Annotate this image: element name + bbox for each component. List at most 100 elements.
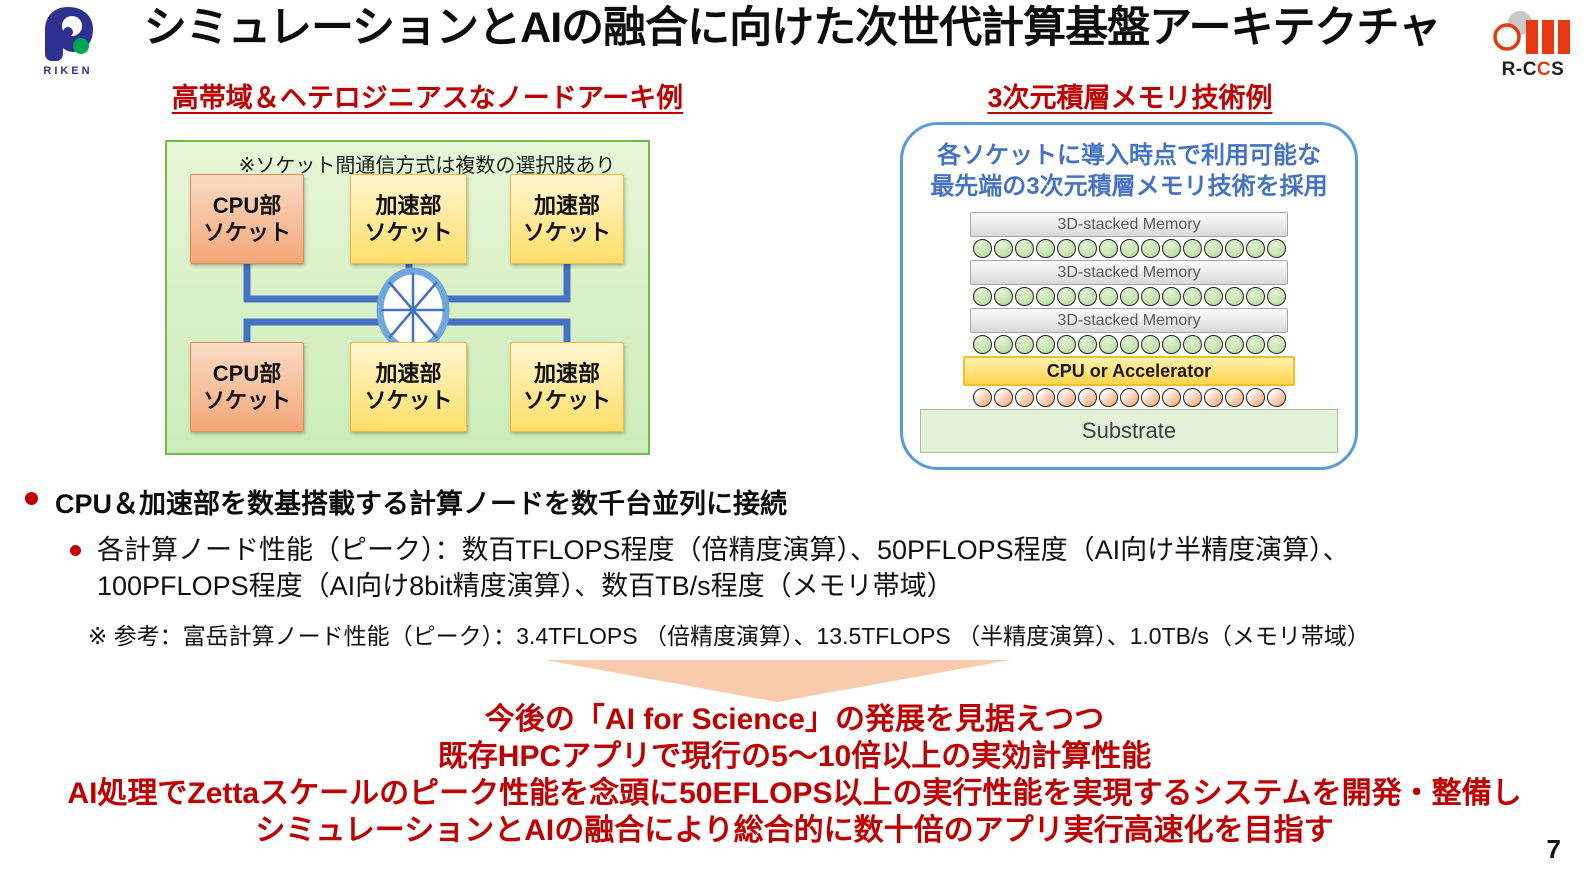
bump-icon <box>1266 335 1286 355</box>
bump-icon <box>1056 287 1076 307</box>
bump-icon <box>993 239 1013 259</box>
rccs-logo: R-CCS <box>1485 10 1581 81</box>
cpu-socket-box: CPU部 ソケット <box>190 342 304 432</box>
memory-layer-bar: 3D-stacked Memory <box>970 308 1288 334</box>
bump-icon <box>1182 335 1202 355</box>
substrate-bar: Substrate <box>920 409 1338 454</box>
cpu-socket-box: CPU部 ソケット <box>190 174 304 264</box>
bump-icon <box>972 287 992 307</box>
rccs-logo-label: R-CCS <box>1485 59 1581 81</box>
bump-icon <box>1266 388 1286 408</box>
riken-logo-icon <box>45 7 93 61</box>
bump-icon <box>1224 388 1244 408</box>
accel-socket-box: 加速部 ソケット <box>510 174 624 264</box>
bump-icon <box>1203 335 1223 355</box>
bump-icon <box>1056 388 1076 408</box>
riken-logo: RIKEN <box>26 6 110 77</box>
bump-icon <box>972 388 992 408</box>
rccs-label-part2: C <box>1536 59 1552 80</box>
sub-bullet: 各計算ノード性能（ピーク）：数百TFLOPS程度（倍精度演算）、50PFLOPS… <box>70 533 1580 604</box>
bump-icon <box>1119 388 1139 408</box>
bump-icon <box>1035 239 1055 259</box>
conclusion-line: シミュレーションとAIの融合により総合的に数十倍のアプリ実行高速化を目指す <box>255 814 1334 847</box>
accel-socket-box: 加速部 ソケット <box>510 342 624 432</box>
sub-bullet-text: 各計算ノード性能（ピーク）：数百TFLOPS程度（倍精度演算）、50PFLOPS… <box>97 535 1350 601</box>
bump-icon <box>1161 388 1181 408</box>
bump-icon <box>1098 335 1118 355</box>
bump-row <box>972 287 1286 307</box>
bullet-dot-icon <box>70 545 81 556</box>
bump-icon <box>1203 388 1223 408</box>
bump-icon <box>1266 239 1286 259</box>
bump-icon <box>1119 239 1139 259</box>
bump-icon <box>993 388 1013 408</box>
bump-icon <box>993 335 1013 355</box>
bump-icon <box>1224 239 1244 259</box>
bump-icon <box>1098 287 1118 307</box>
conclusion-line: 既存HPCアプリで現行の5～10倍以上の実効計算性能 <box>437 740 1152 773</box>
bump-icon <box>1182 239 1202 259</box>
bump-icon <box>1035 287 1055 307</box>
conclusion-line: 今後の「AI for Science」の発展を見据えつつ <box>484 703 1105 736</box>
bump-icon <box>1056 335 1076 355</box>
bump-icon <box>1182 287 1202 307</box>
switch-icon <box>376 267 450 353</box>
bump-icon <box>1077 239 1097 259</box>
bump-icon <box>1140 388 1160 408</box>
bump-icon <box>1203 287 1223 307</box>
riken-logo-label: RIKEN <box>43 65 93 77</box>
bump-icon <box>1224 287 1244 307</box>
bump-icon <box>1245 287 1265 307</box>
memory-stack: 3D-stacked Memory 3D-stacked Memory 3D-s… <box>920 210 1338 454</box>
accel-socket-box: 加速部 ソケット <box>350 342 467 432</box>
socket-note: ※ソケット間通信方式は複数の選択肢あり <box>238 155 616 177</box>
bump-icon <box>1014 239 1034 259</box>
bump-icon <box>972 335 992 355</box>
bump-icon <box>1245 388 1265 408</box>
bump-icon <box>1014 388 1034 408</box>
down-arrow-icon <box>545 660 1010 702</box>
right-section-heading: 3次元積層メモリ技術例 <box>987 83 1273 113</box>
bump-icon <box>1140 287 1160 307</box>
bump-row <box>972 388 1286 408</box>
bump-icon <box>1161 335 1181 355</box>
bump-icon <box>1056 239 1076 259</box>
bump-icon <box>1077 287 1097 307</box>
bump-icon <box>1119 335 1139 355</box>
rccs-logo-icon <box>1493 11 1570 54</box>
page-number: 7 <box>1546 834 1561 864</box>
bump-icon <box>1266 287 1286 307</box>
main-bullet-text: CPU＆加速部を数基搭載する計算ノードを数千台並列に接続 <box>55 489 788 519</box>
bump-icon <box>1119 287 1139 307</box>
bump-row <box>972 335 1286 355</box>
bump-icon <box>1077 388 1097 408</box>
memory-layer-bar: 3D-stacked Memory <box>970 212 1288 238</box>
bump-icon <box>1035 388 1055 408</box>
bump-icon <box>1203 239 1223 259</box>
bump-icon <box>1098 388 1118 408</box>
bump-icon <box>1140 239 1160 259</box>
bump-icon <box>1245 335 1265 355</box>
conclusion-line: AI処理でZettaスケールのピーク性能を念頭に50EFLOPS以上の実行性能を… <box>67 777 1522 810</box>
bump-icon <box>1245 239 1265 259</box>
bump-icon <box>1077 335 1097 355</box>
bump-row <box>972 239 1286 259</box>
bullet-dot-icon <box>25 492 38 505</box>
memory-layer-bar: 3D-stacked Memory <box>970 260 1288 286</box>
bump-icon <box>1035 335 1055 355</box>
memory-technology-diagram: 各ソケットに導入時点で利用可能な 最先端の3次元積層メモリ技術を採用 3D-st… <box>900 122 1358 470</box>
node-architecture-diagram: ※ソケット間通信方式は複数の選択肢あり CPU部 ソケット 加速部 ソケット 加… <box>165 140 650 455</box>
memory-caption: 各ソケットに導入時点で利用可能な 最先端の3次元積層メモリ技術を採用 <box>930 142 1328 201</box>
bump-icon <box>1161 239 1181 259</box>
accel-socket-box: 加速部 ソケット <box>350 174 467 264</box>
bump-icon <box>1140 335 1160 355</box>
bump-icon <box>993 287 1013 307</box>
fugaku-reference-note: ※ 参考：富岳計算ノード性能（ピーク）：3.4TFLOPS （倍精度演算）、13… <box>88 623 1370 649</box>
bump-icon <box>972 239 992 259</box>
bump-icon <box>1014 287 1034 307</box>
bump-icon <box>1161 287 1181 307</box>
rccs-label-part1: R-C <box>1501 59 1537 80</box>
bump-icon <box>1014 335 1034 355</box>
rccs-label-part3: S <box>1551 59 1565 80</box>
conclusion-block: 今後の「AI for Science」の発展を見据えつつ 既存HPCアプリで現行… <box>0 701 1589 849</box>
